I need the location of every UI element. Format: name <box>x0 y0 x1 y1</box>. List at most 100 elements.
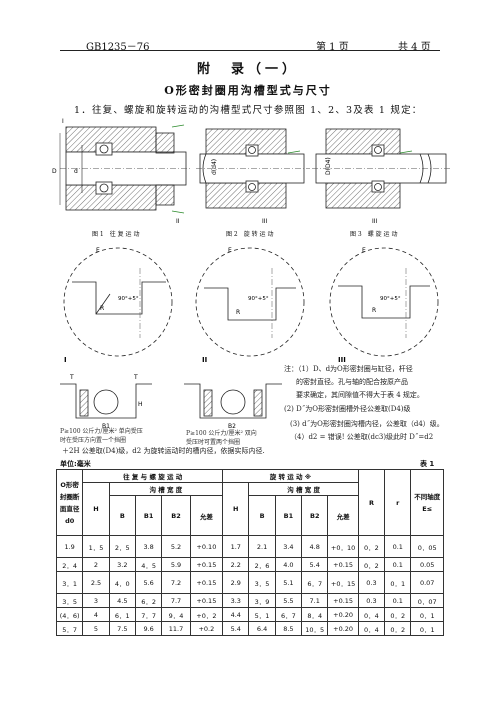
th-B1-recip: B1 <box>134 495 163 536</box>
table-cell: 3.2 <box>108 557 136 572</box>
table-cell: 8．4 <box>301 607 329 622</box>
table-unit: 单位:毫米 <box>60 460 91 468</box>
right-note-1: P≥100 公斤力/厘米² 双向 <box>186 430 257 437</box>
table-cell: +0.15 <box>189 557 224 572</box>
detail-I-label: I <box>64 356 67 364</box>
header-rule <box>60 50 440 51</box>
detail-I-mark-E: E <box>96 247 100 254</box>
table-cell: 5.1 <box>274 571 303 594</box>
table-cell: 2 <box>82 557 110 572</box>
fig1-dim-d: d <box>74 168 78 175</box>
table-cell: 4.4 <box>222 607 250 622</box>
fig2-mark-III: III <box>262 218 268 225</box>
table-cell: 6．2 <box>134 593 163 608</box>
table-cell: 7.1 <box>301 593 329 608</box>
th-rotating: 旋 转 运 动 ※ <box>222 469 359 483</box>
table-cell: +0．2 <box>189 607 224 622</box>
table-cell: 4.8 <box>301 535 329 558</box>
table-cell: 6.4 <box>248 621 276 636</box>
row3-mark-T1: T <box>69 374 74 381</box>
table-cell: 2．6 <box>248 557 276 572</box>
table-cell: 0.07 <box>410 571 444 594</box>
table-cell: 2.9 <box>222 571 250 594</box>
table-cell: 1.9 <box>55 535 84 558</box>
fig2-dim-dd4: d(d4) <box>211 159 218 175</box>
table-cell: 0．1 <box>410 621 444 636</box>
table-cell: +0.20 <box>327 607 359 622</box>
table-number: 表 1 <box>420 460 435 468</box>
table-cell: 1．5 <box>82 535 110 558</box>
note-2: 的密封直径。孔与轴的配合按原产品 <box>296 378 408 386</box>
detail-III <box>329 247 439 357</box>
fig1-mark-II: II <box>176 218 180 225</box>
note-4: (2) D˝为O形密封圈槽外径公差取(D4)级 <box>284 405 411 413</box>
table-cell: +0．10 <box>327 535 359 558</box>
fig1-caption: 图 1 往 复 运 动 <box>92 231 140 238</box>
row3-mark-T2: T <box>133 374 138 381</box>
table-cell: 0.3 <box>357 593 386 608</box>
table-cell: 5．1 <box>248 607 276 622</box>
table-cell: 5 <box>82 621 110 636</box>
table-cell: 1.7 <box>222 535 250 558</box>
detail-II-label: II <box>202 356 207 364</box>
table-cell: 0．2 <box>357 557 386 572</box>
table-cell: 2.5 <box>82 571 110 594</box>
table-cell: (4．6) <box>55 607 84 622</box>
table-cell: 5.4 <box>222 621 250 636</box>
th-B2-rot: B2 <box>301 495 329 536</box>
table-cell: +0.2 <box>189 621 224 636</box>
table-cell: 4 <box>82 607 110 622</box>
detail-I-angle: 90°+5° <box>118 296 139 302</box>
table-cell: 4.5 <box>108 593 136 608</box>
table-cell: 2.1 <box>248 535 276 558</box>
table-cell: 5.5 <box>274 593 303 608</box>
figures-row-3: T T B1 B2 H <box>60 374 282 430</box>
fig3-drawing <box>312 128 452 209</box>
backup-ring-double <box>184 383 282 419</box>
table-cell: 0．07 <box>410 593 444 608</box>
detail-II-mark-R: R <box>236 309 240 316</box>
page-number: 第 1 页 <box>316 42 349 53</box>
table-cell: +0．15 <box>327 571 359 594</box>
table-cell: +0.10 <box>189 535 224 558</box>
table-cell: 6．1 <box>108 607 136 622</box>
detail-II-angle: 90°+5° <box>248 296 269 302</box>
figures-row-1: D d I II d(d4) III D(D4) III <box>52 118 452 225</box>
th-tol-recip: 允差 <box>189 495 224 536</box>
right-note-2: 受压时可置两个挡圈 <box>186 439 241 446</box>
th-B-rot: B <box>248 495 276 536</box>
detail-II <box>195 247 305 357</box>
note-7: ＋2H 公差取(D4)级，d2 为旋转运动时的槽内径，依据实际内径. <box>62 447 265 455</box>
detail-III-label: III <box>338 356 346 364</box>
table-cell: 7．7 <box>134 607 163 622</box>
note-3: 要求确定，其间隙值不得大于表 4 规定。 <box>296 391 424 399</box>
table-cell: 3.3 <box>222 593 250 608</box>
table-cell: +0.15 <box>189 571 224 594</box>
th-reciprocating: 往 复 与 螺 旋 运 动 <box>82 469 224 483</box>
table-cell: 8.5 <box>274 621 303 636</box>
th-B1-rot: B1 <box>274 495 303 536</box>
th-B-recip: B <box>108 495 136 536</box>
table-cell: 2．4 <box>55 557 84 572</box>
table-cell: 11.7 <box>161 621 191 636</box>
table-cell: 3.8 <box>134 535 163 558</box>
th-H-rot: H <box>222 482 250 536</box>
note-1: 注：（1）D、d为O形密封圈与缸径，杆径 <box>284 365 413 373</box>
section-title: O形密封圈用沟槽型式与尺寸 <box>164 84 332 97</box>
th-eccentricity: 不同轴度E≤ <box>410 469 444 536</box>
table-cell: 5.6 <box>134 571 163 594</box>
table-cell: 2.2 <box>222 557 250 572</box>
table-cell: 10．5 <box>301 621 329 636</box>
table-cell: 4．5 <box>134 557 163 572</box>
left-note-2: 时在受压方向置一个挡圈 <box>60 437 127 444</box>
backup-ring-single <box>60 383 152 419</box>
th-tol-rot: 允差 <box>327 495 359 536</box>
table-cell: 5．7 <box>55 621 84 636</box>
table-cell: 0．4 <box>357 621 386 636</box>
row3-mark-H: H <box>138 401 143 408</box>
table-cell: 0．2 <box>357 535 386 558</box>
th-section-diameter: O形密封圈断面直径d0 <box>55 469 84 536</box>
